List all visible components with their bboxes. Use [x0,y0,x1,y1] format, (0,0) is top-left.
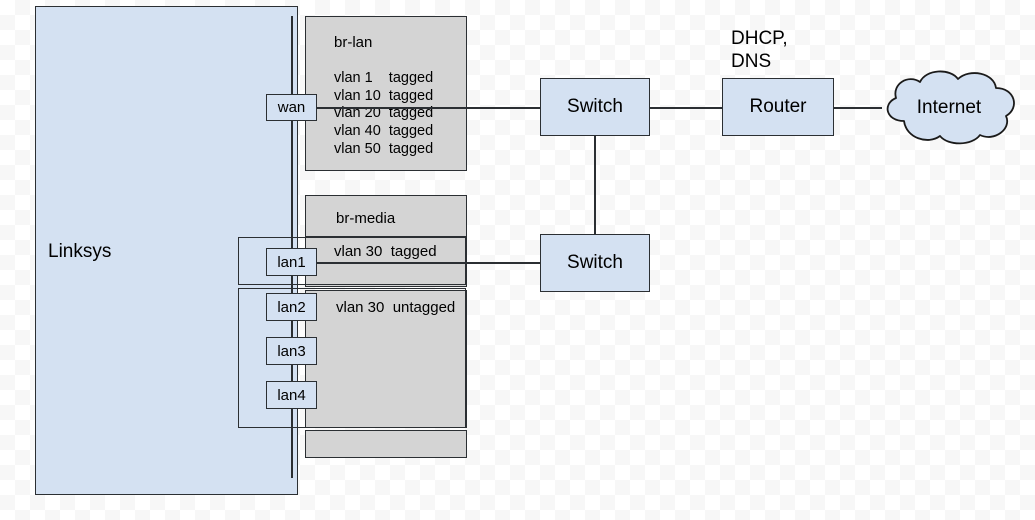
port-lan3[interactable]: lan3 [266,337,317,365]
port-wan[interactable]: wan [266,94,317,121]
switch-top-label: Switch [567,96,623,117]
br-media-untagged-box[interactable] [305,290,467,428]
port-wan-label: wan [277,99,306,116]
br-lan-label: br-lan [334,34,373,51]
port-bus-line [291,16,293,478]
link-switch-top-to-router [650,107,722,109]
cloud-icon [886,70,1015,145]
router-services-label: DHCP, DNS [731,28,788,73]
router-label: Router [749,96,807,117]
br-lan-vlan-list: vlan 1 tagged vlan 10 tagged vlan 20 tag… [334,70,434,157]
link-router-to-internet [834,107,882,109]
port-lan2[interactable]: lan2 [266,293,317,321]
linksys-label: Linksys [48,241,112,262]
port-lan1[interactable]: lan1 [266,248,317,276]
internet-cloud[interactable]: Internet [874,66,1024,148]
br-media-bridge-box[interactable] [305,195,467,287]
port-lan3-label: lan3 [277,342,306,360]
br-media-bottom-strip [305,430,467,458]
link-lan1-to-switch-bottom [316,262,542,264]
br-media-vlan-tagged-label: vlan 30 tagged [334,243,437,260]
port-lan4[interactable]: lan4 [266,381,317,409]
link-wan-to-switch-top [316,107,542,109]
switch-top-box[interactable]: Switch [540,78,650,136]
lan1-group-outline [238,237,466,285]
router-box[interactable]: Router [722,78,834,136]
lan234-group-outline [238,288,466,428]
port-lan4-label: lan4 [277,386,306,404]
port-lan1-label: lan1 [277,253,306,271]
br-media-vlan-untagged-label: vlan 30 untagged [336,299,456,316]
br-media-divider [305,236,467,238]
link-switch-top-to-switch-bottom [594,136,596,235]
switch-bottom-label: Switch [567,252,623,273]
linksys-device-box[interactable] [35,6,298,495]
switch-bottom-box[interactable]: Switch [540,234,650,292]
br-lan-bridge-box[interactable] [305,16,467,171]
br-media-label: br-media [336,210,396,227]
port-lan2-label: lan2 [277,298,306,316]
